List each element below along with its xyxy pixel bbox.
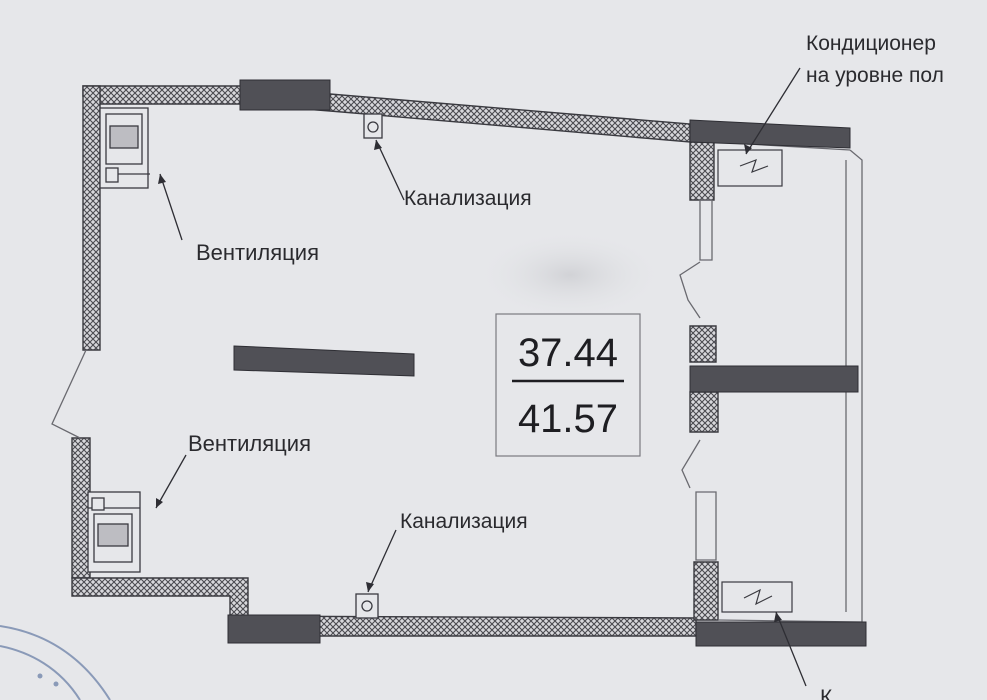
column-top-left: [239, 79, 331, 111]
wall-right-mid-a: [689, 325, 717, 363]
leader-arrows: [156, 140, 782, 622]
sewer-riser-bottom: [355, 593, 379, 619]
column-bottom-left: [227, 614, 321, 644]
thin-lines: [51, 141, 863, 623]
label-vent-bottom: Вентиляция: [188, 431, 311, 456]
wall-right-bottom: [693, 561, 719, 621]
sewer-riser-top: [363, 113, 383, 139]
column-top-right: [689, 119, 851, 149]
leader-ac-bottom: [775, 611, 807, 687]
label-ac-top-line2: на уровне пол: [806, 64, 944, 87]
label-vent-top: Вентиляция: [196, 240, 319, 265]
columns: [227, 79, 867, 647]
wall-right-mid-b: [689, 391, 719, 433]
leader-sewer-top: [375, 139, 405, 201]
right-window-top: [699, 199, 713, 261]
outer-walls: [71, 85, 719, 637]
label-ac-bottom-cut: К: [820, 686, 833, 700]
area-box: 37.44 41.57: [495, 313, 641, 457]
wall-right-top: [689, 141, 715, 201]
label-sewer-top: Канализация: [404, 187, 532, 210]
stamp-fragment: [0, 625, 111, 700]
living-area-value: 37.44: [518, 331, 618, 375]
total-area-value: 41.57: [518, 397, 618, 441]
vent-shaft-bottom: [87, 491, 141, 573]
right-door-swing-bottom: [681, 439, 701, 489]
leader-sewer-bottom: [367, 529, 397, 593]
right-window-bottom: [695, 491, 717, 561]
wall-left-lower: [71, 437, 91, 579]
ac-unit-bottom: [721, 581, 793, 613]
wall-left-upper: [82, 85, 101, 351]
blurred-smudge: [475, 230, 665, 320]
leader-vent-bottom: [155, 454, 187, 509]
vent-shaft-top: [99, 107, 150, 189]
leader-vent-top: [159, 173, 183, 241]
label-ac-top-line1: Кондиционер: [806, 32, 936, 55]
left-window-line: [51, 349, 87, 439]
right-door-swing-top: [679, 261, 701, 319]
leader-ac-top: [745, 67, 801, 155]
balcony-outer-line: [849, 149, 863, 622]
label-sewer-bottom: Канализация: [400, 510, 528, 533]
column-center: [233, 345, 415, 377]
column-right-mid: [689, 365, 859, 393]
leader-lines: [155, 67, 807, 687]
